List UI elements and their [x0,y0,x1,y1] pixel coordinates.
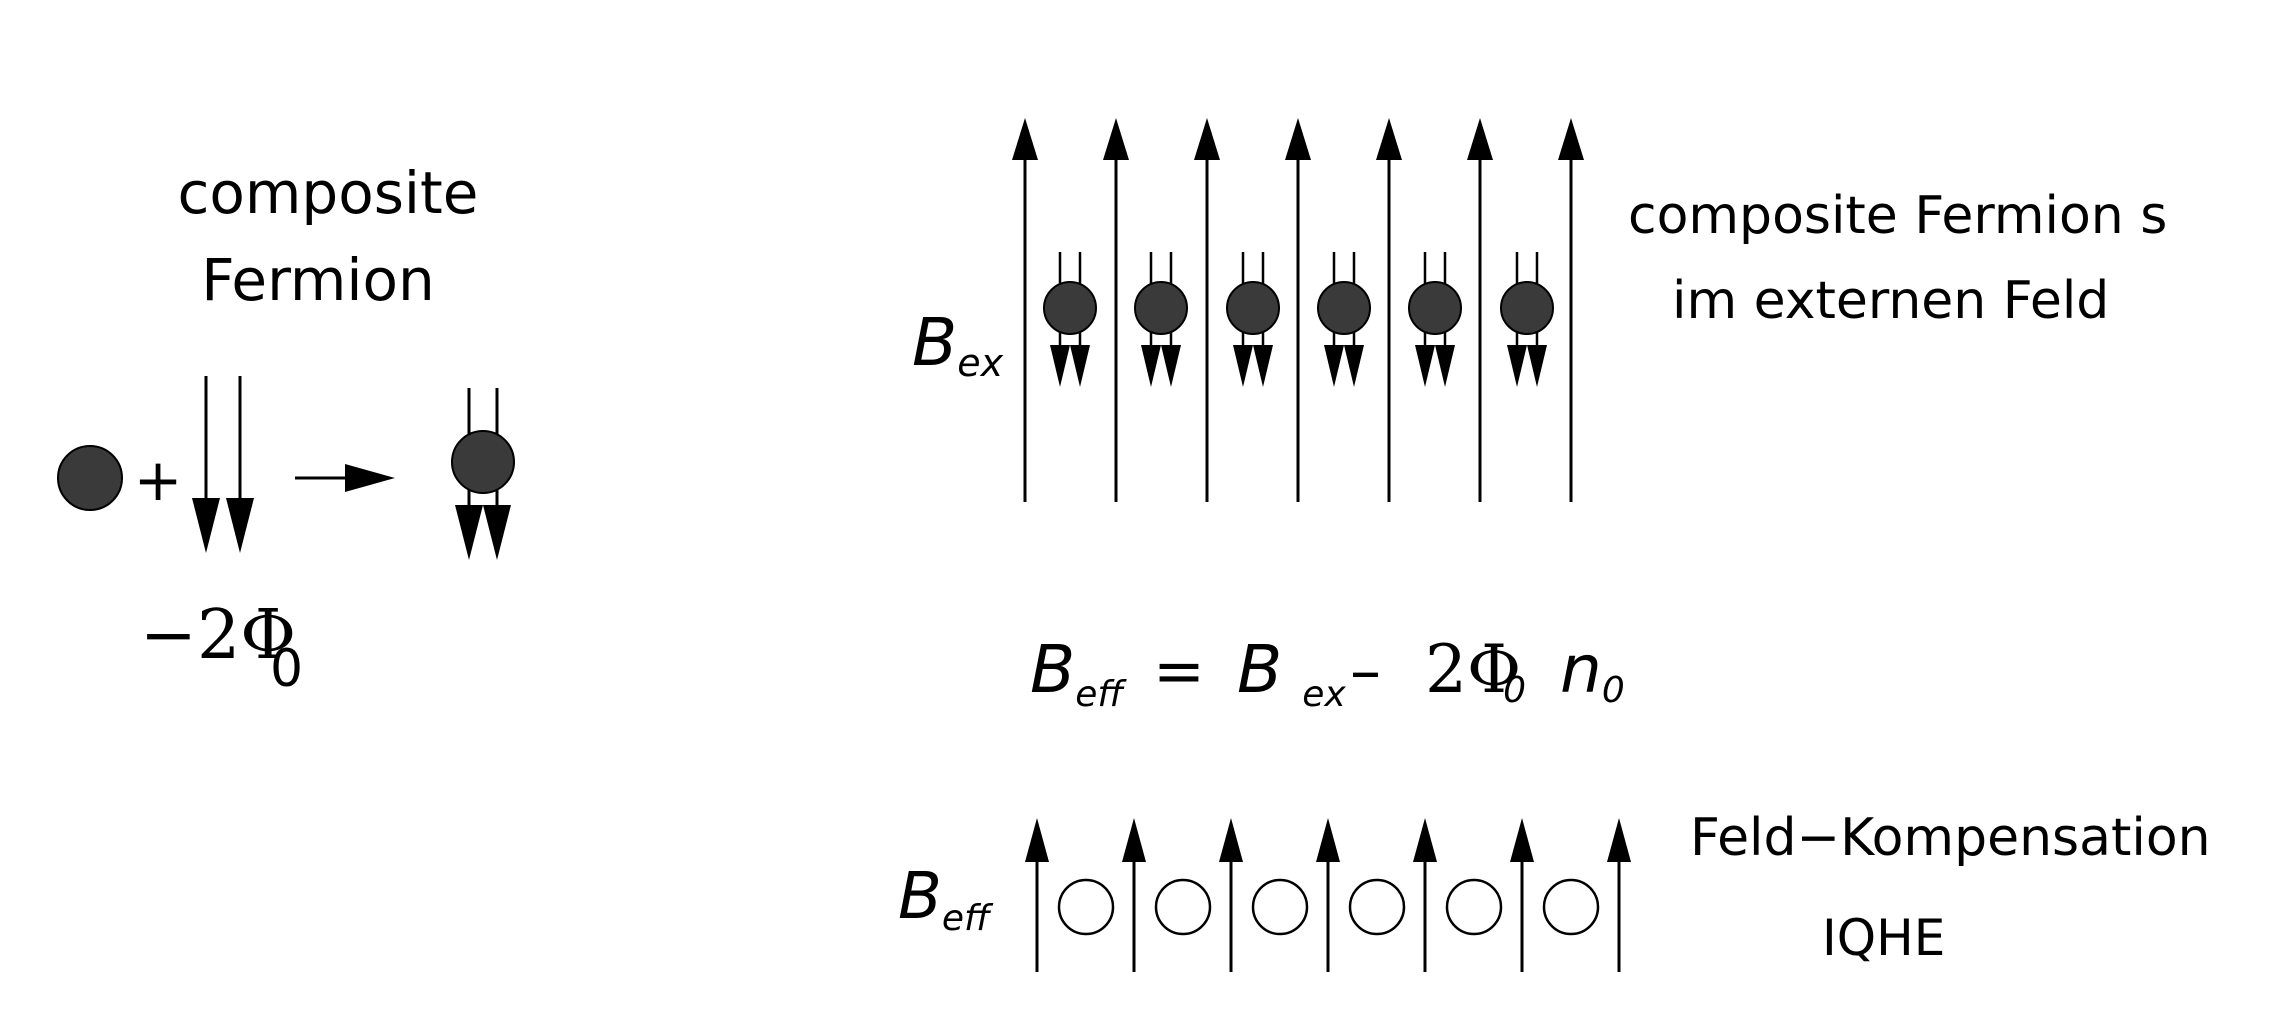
flux-quantum-arrowhead [1435,345,1455,387]
composite-fermion-unit [1134,252,1188,387]
left-panel: composite Fermion + −2Φ0 [57,159,515,699]
b-eff-symbol: B [898,860,942,934]
left-title-line1: composite [178,159,479,227]
flux-quantum-arrowhead [1344,345,1364,387]
effective-field-arrowhead [1607,818,1631,862]
external-field-arrowhead [1194,118,1220,160]
bottom-caption-line2: IQHE [1822,909,1945,967]
equation-lhs: Beff [1030,631,1127,715]
equation-density-subscript: 0 [1602,670,1625,711]
equation-rhs-subscript: ex [1302,674,1346,715]
composite-fermion [451,388,515,560]
equation-flux-coefficient: 2Φ [1425,631,1521,708]
flux-quantum-arrowhead [1141,345,1161,387]
compensated-particle [1445,878,1503,936]
equation-density-term: n0 [1560,631,1625,711]
flux-label: −2Φ0 [140,596,303,699]
effective-field-arrowhead [1413,818,1437,862]
b-eff-label: Beff [898,860,994,939]
composite-fermion-electron [1500,281,1554,335]
flux-quantum-arrowhead [483,505,511,560]
composite-fermion-unit [1043,252,1097,387]
compensated-particle [1154,878,1212,936]
composite-fermion-electron [451,430,515,494]
flux-quantum-arrowhead [1233,345,1253,387]
plus-sign: + [134,446,183,514]
effective-field-lines [1025,818,1631,972]
flux-quantum-arrowhead [192,498,220,553]
flux-quantum-arrowhead [455,505,483,560]
equation-density-symbol: n [1560,631,1602,708]
top-right-caption-line2: im externen Feld [1672,271,2109,331]
effective-field-arrowhead [1219,818,1243,862]
external-field-arrowhead [1558,118,1584,160]
compensated-particle [1251,878,1309,936]
equation-flux-term: 2Φ0 [1425,631,1526,711]
effective-field-arrowhead [1025,818,1049,862]
flux-quantum-arrowhead [1527,345,1547,387]
b-ex-label: Bex [912,304,1004,385]
top-right-caption-line1: composite Fermion s [1628,186,2167,246]
composite-fermion-electron [1226,281,1280,335]
external-field-lines [1012,118,1584,502]
composite-fermion-electron [1317,281,1371,335]
composite-fermion-electron [1134,281,1188,335]
composite-fermion-unit [1500,252,1554,387]
left-title-line2: Fermion [201,246,435,314]
flux-quantum-arrowhead [1253,345,1273,387]
external-field-arrowhead [1467,118,1493,160]
composite-fermion-row [1043,252,1554,387]
flux-label-subscript: 0 [270,639,303,699]
flux-quantum-arrowhead [1161,345,1181,387]
equation-flux-subscript: 0 [1503,670,1526,711]
compensated-particle [1542,878,1600,936]
electron [57,445,123,511]
equation-rhs-symbol: B [1237,631,1282,708]
flux-quantum-arrowhead [1070,345,1090,387]
transformation-arrow-head [345,464,395,492]
flux-quantum-arrowhead [1324,345,1344,387]
equation-lhs-subscript: eff [1075,674,1127,715]
flux-quantum-arrowhead [226,498,254,553]
effective-field-arrowhead [1510,818,1534,862]
transformation-arrow [295,464,395,492]
compensated-particle [1057,878,1115,936]
composite-fermion-unit [1317,252,1371,387]
composite-fermion-unit [1226,252,1280,387]
external-field-arrowhead [1376,118,1402,160]
external-field-arrowhead [1012,118,1038,160]
effective-field-arrowhead [1316,818,1340,862]
external-field-arrowhead [1103,118,1129,160]
compensated-particle [1348,878,1406,936]
b-ex-symbol: B [912,304,957,381]
flux-label-main: −2Φ [140,596,296,675]
flux-quantum-arrowhead [1415,345,1435,387]
composite-fermion-unit [1408,252,1462,387]
b-eff-subscript: eff [942,898,994,939]
b-ex-subscript: ex [957,341,1003,385]
flux-quantum-arrowhead [1507,345,1527,387]
equation-lhs-symbol: B [1030,631,1075,708]
flux-quanta-pair [192,376,254,553]
bottom-panel: Beff Feld−Kom [898,808,2211,972]
external-field-arrowhead [1285,118,1311,160]
equation-equals: = [1153,634,1205,707]
composite-fermion-electron [1408,281,1462,335]
flux-quantum-arrowhead [1050,345,1070,387]
compensated-particles [1057,878,1600,936]
composite-fermion-electron [1043,281,1097,335]
top-right-panel: Bex [912,118,2167,502]
equation-minus: – [1350,634,1381,707]
bottom-caption-line1: Feld−Kompensation [1690,808,2211,868]
effective-field-arrowhead [1122,818,1146,862]
